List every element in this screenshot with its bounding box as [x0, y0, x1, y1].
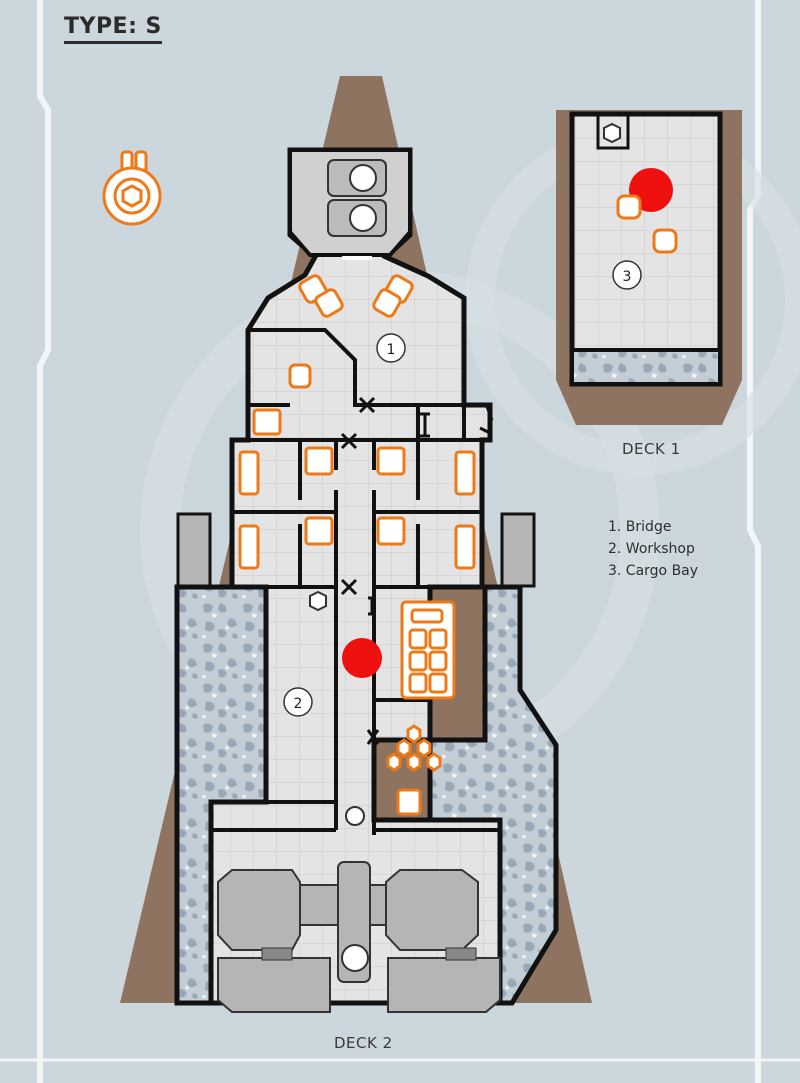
room-legend: 1. Bridge 2. Workshop 3. Cargo Bay [608, 516, 698, 582]
red-marker-icon [342, 638, 382, 678]
cargo-area-right [427, 584, 559, 1006]
valve-icon [309, 590, 365, 826]
page-title: TYPE: S [64, 14, 162, 44]
room-number-3: 3 [623, 269, 632, 285]
legend-item-bridge: 1. Bridge [608, 519, 672, 535]
barrel-icon [386, 724, 442, 772]
deck-2-label: DECK 2 [334, 1034, 393, 1052]
room-number-1: 1 [387, 342, 396, 358]
barrel-icon [616, 194, 678, 254]
legend-item-workshop: 2. Workshop [608, 541, 695, 557]
room-number-2: 2 [294, 696, 303, 712]
valve-icon [603, 122, 621, 144]
legend-item-cargo-bay: 3. Cargo Bay [608, 563, 699, 579]
deck-1-label: DECK 1 [622, 440, 681, 458]
